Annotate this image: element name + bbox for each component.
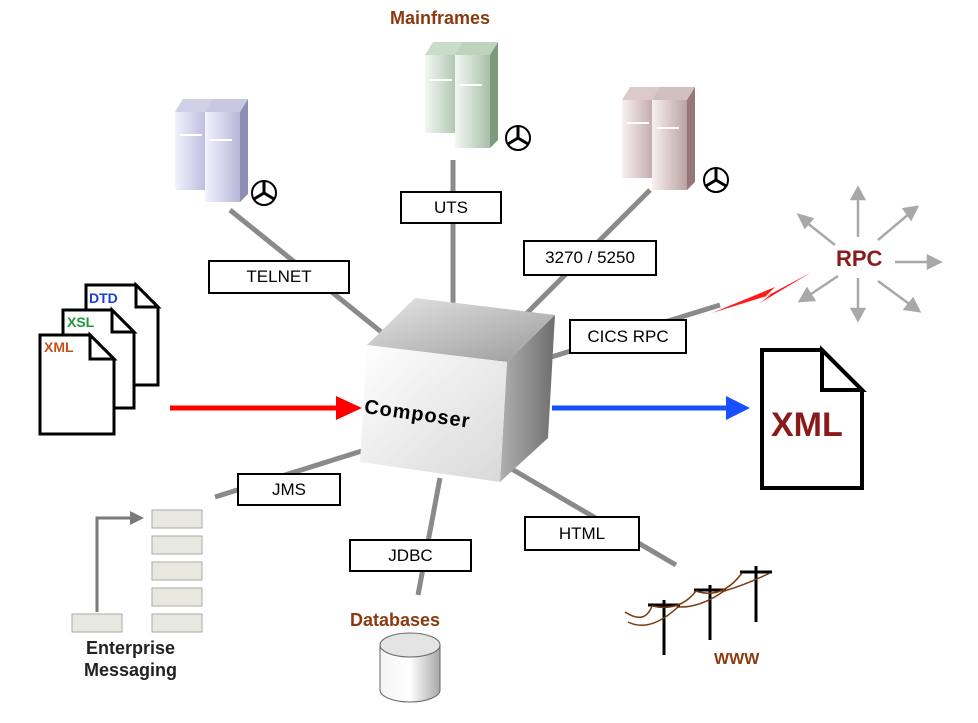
server-center <box>425 42 531 151</box>
jdbc-label: JDBC <box>349 539 472 572</box>
enterprise-messaging-title-line2: Messaging <box>84 660 178 680</box>
jms-label: JMS <box>237 473 341 506</box>
xsl-label: XSL <box>67 314 95 330</box>
input-documents <box>38 281 162 436</box>
database-icon <box>379 632 441 703</box>
rpc-title: RPC <box>836 246 883 271</box>
rpc-burst <box>796 185 943 323</box>
mainframes-title: Mainframes <box>390 8 491 28</box>
output-arrow <box>552 396 750 420</box>
xml-label: XML <box>44 339 74 355</box>
databases-title: Databases <box>350 610 441 630</box>
uts-label: UTS <box>400 191 502 224</box>
message-queue-icon <box>71 509 203 633</box>
server-right <box>622 87 729 193</box>
lightning-bolt-icon <box>712 272 812 313</box>
line-jdbc <box>415 477 443 596</box>
output-xml-label: XML <box>771 406 843 444</box>
composer-cube <box>360 298 555 482</box>
xml-document-icon <box>38 331 118 436</box>
enterprise-messaging-title-line1: Enterprise <box>86 638 176 658</box>
output-xml-document-icon <box>760 345 867 490</box>
dtd-label: DTD <box>89 290 118 306</box>
ibm-3270-5250-label: 3270 / 5250 <box>523 240 657 276</box>
www-poles-icon <box>624 566 772 655</box>
input-arrow <box>170 396 362 420</box>
server-left <box>175 99 277 206</box>
telnet-label: TELNET <box>208 260 350 294</box>
www-title: WWW <box>714 651 760 668</box>
cics-rpc-label: CICS RPC <box>569 319 687 354</box>
html-label: HTML <box>524 516 640 551</box>
